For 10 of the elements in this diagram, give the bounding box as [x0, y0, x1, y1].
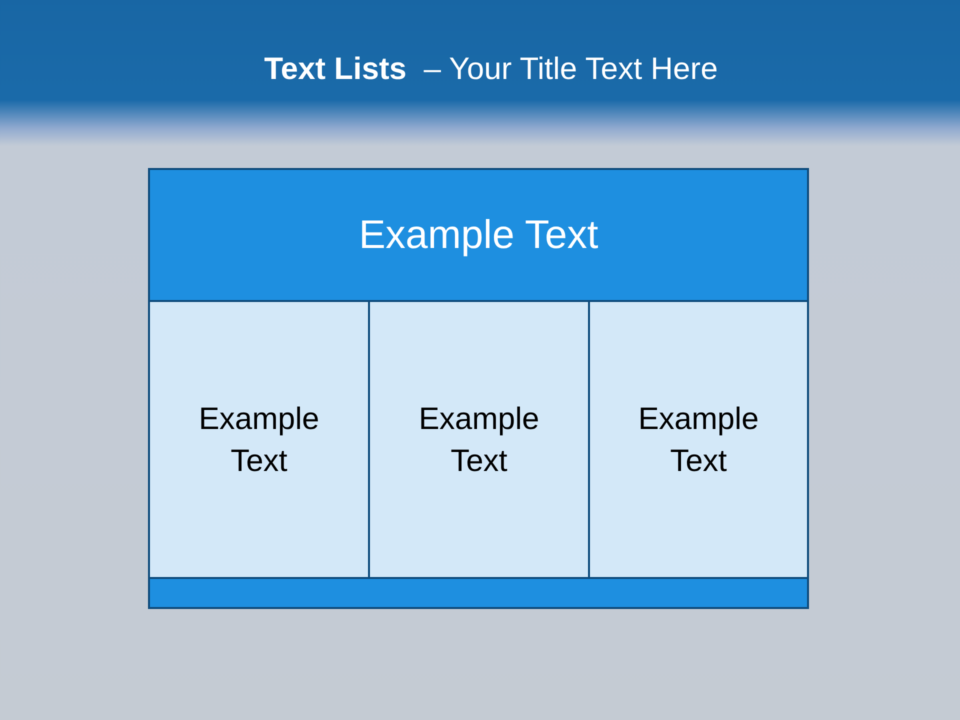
header-text: Example Text	[358, 212, 598, 259]
slide-title: Text Lists – Your Title Text Here	[264, 50, 718, 88]
text-cell	[588, 300, 809, 579]
cell-text: Example Text	[418, 400, 540, 480]
text-cell	[368, 300, 590, 579]
header-band	[148, 168, 809, 302]
text-cell	[148, 300, 370, 579]
footer-bar	[148, 577, 809, 609]
cell-text: Example Text	[198, 400, 320, 480]
cell-text: Example Text	[637, 400, 760, 480]
